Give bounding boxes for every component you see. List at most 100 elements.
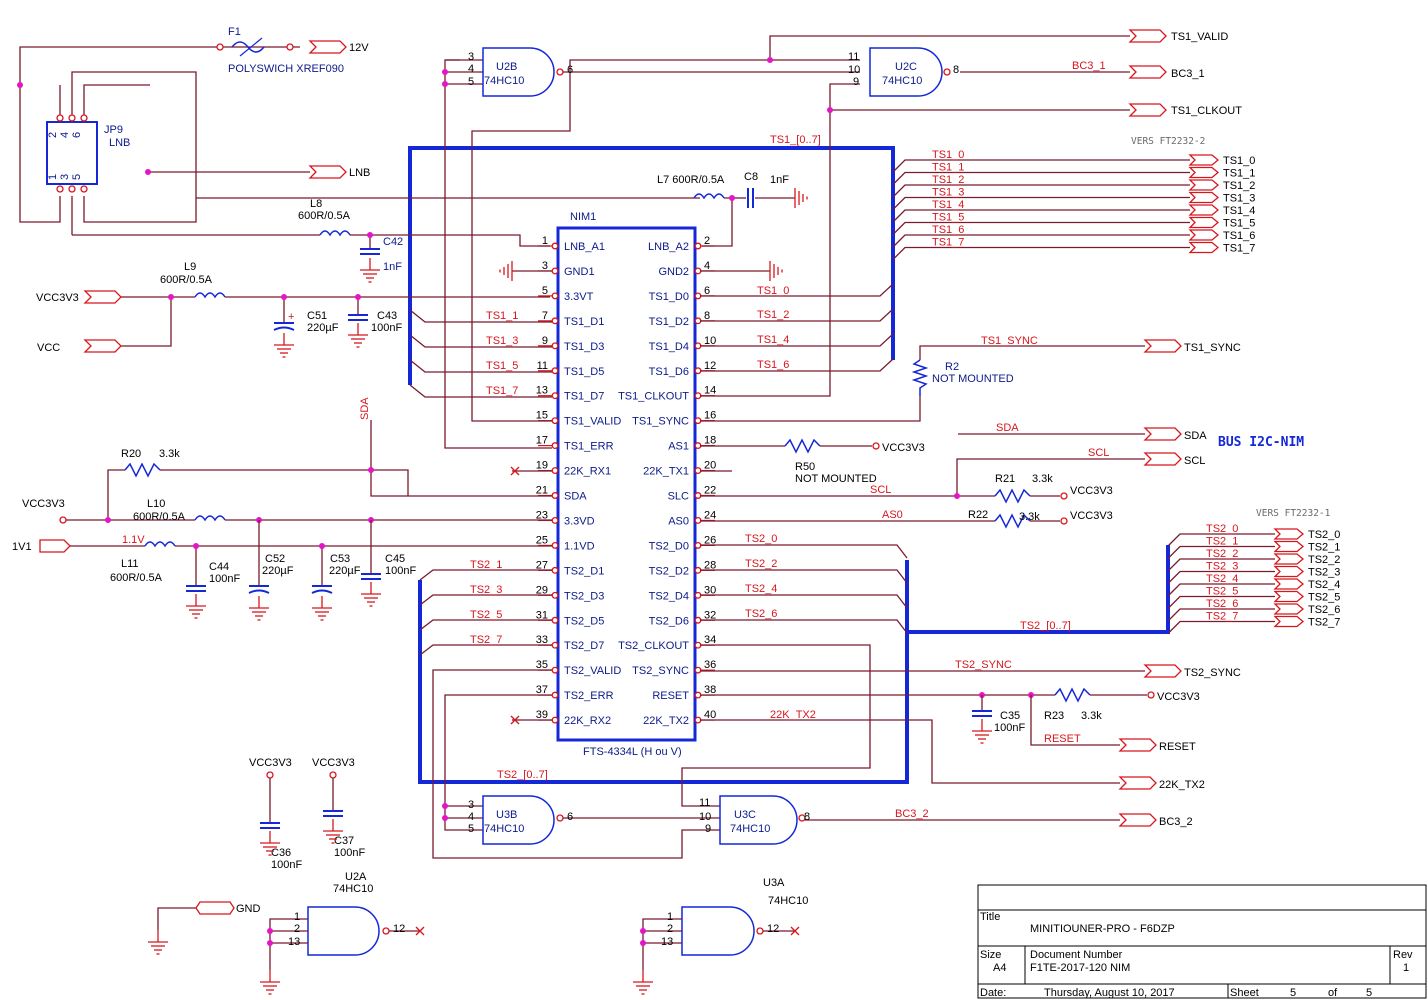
wire-ts2-fan — [1167, 620, 1275, 634]
wire-ts2-fan — [1167, 608, 1275, 622]
l9-ref: L9 — [184, 261, 196, 273]
net-ts1-fan: TS1_0 — [932, 149, 964, 161]
net-ts2-fan: TS2_0 — [1206, 523, 1238, 535]
net-scl: SCL — [1088, 447, 1109, 459]
net-22k-tx2: 22K_TX2 — [770, 709, 816, 721]
nim-pin-number: 6 — [704, 285, 710, 297]
u3c-pin: 11 — [699, 797, 710, 809]
net-ts1-6: TS1_6 — [757, 359, 789, 371]
net-ts1-fan: TS1_4 — [932, 199, 964, 211]
nim-pin-name: 1.1VD — [564, 540, 595, 552]
nim-pin-number: 40 — [704, 709, 716, 721]
r23-vcc-label: VCC3V3 — [1157, 691, 1200, 703]
wire-reset-port — [1030, 695, 1120, 746]
u3c-pin: 10 — [699, 811, 711, 823]
nim-pin-name: TS2_D7 — [564, 640, 604, 652]
port-ts2-2 — [1273, 553, 1305, 565]
nim-pin-terminal — [551, 616, 559, 624]
port-ts1-label: TS1_7 — [1223, 243, 1255, 255]
tb-size: A4 — [993, 962, 1006, 974]
nim-pin-terminal — [694, 442, 702, 450]
port-ts1-clkout — [1128, 103, 1167, 117]
nim-pin-number: 25 — [536, 534, 548, 546]
nim-pin-name: TS2_CLKOUT — [618, 640, 689, 652]
nim-pin-name: 3.3VT — [564, 291, 594, 303]
wire-ts1-fan — [892, 171, 1190, 185]
net-ts1-2: TS1_2 — [757, 309, 789, 321]
port-sda-label: SDA — [1184, 430, 1207, 442]
ts2-bus-out — [907, 545, 1170, 634]
port-reset-label: RESET — [1159, 741, 1196, 753]
nim-pin-number: 22 — [704, 485, 716, 497]
port-gnd-label: GND — [236, 903, 261, 915]
nim-pin-number: 7 — [542, 310, 548, 322]
nim-pin-number: 28 — [704, 559, 716, 571]
ts1-bus-line — [408, 146, 895, 385]
nim-pin-number: 3 — [542, 260, 548, 272]
l11-value: 600R/0.5A — [110, 572, 163, 584]
nim-pin-name: LNB_A2 — [648, 241, 689, 253]
port-ts1-label: TS1_3 — [1223, 193, 1255, 205]
net-ts2-7: TS2_7 — [470, 634, 502, 646]
port-sda — [1143, 427, 1182, 441]
c44-ref: C44 — [209, 561, 229, 573]
nim-pin-terminal — [694, 417, 702, 425]
nim-pin-terminal — [694, 541, 702, 549]
net-ts1-fan: TS1_7 — [932, 237, 964, 249]
no-connect-icon — [790, 926, 800, 936]
junction — [442, 803, 448, 809]
r21-vcc-label: VCC3V3 — [1070, 485, 1113, 497]
nim-pin-terminal — [551, 492, 559, 499]
f1-pin — [286, 43, 294, 51]
c42-value: 1nF — [383, 261, 402, 273]
wire-l7-nim — [702, 197, 733, 247]
nim-pin-terminal — [551, 367, 559, 375]
nim-pin-name: TS1_SYNC — [632, 416, 689, 428]
nim-pin-number: 29 — [536, 584, 548, 596]
wire-ts2-fan — [1167, 545, 1275, 559]
wire-22k-tx2 — [700, 719, 1120, 784]
wire-ts1-sync — [700, 396, 921, 422]
r50-ref: R50 — [795, 461, 815, 473]
tb-date-label: Date: — [980, 987, 1006, 999]
net-ts2-5: TS2_5 — [470, 609, 502, 621]
nim-pin-number: 16 — [704, 410, 716, 422]
port-vcc3v3 — [83, 290, 122, 304]
wire-ts1-clkout — [700, 83, 860, 397]
port-gnd — [195, 901, 235, 915]
nim-pin-number: 27 — [536, 559, 548, 571]
c52-plate — [248, 589, 270, 594]
l8-value: 600R/0.5A — [298, 210, 351, 222]
port-ts1-clkout-label: TS1_CLKOUT — [1171, 105, 1242, 117]
c45-value: 100nF — [385, 565, 416, 577]
wire-ts2-fan — [1167, 583, 1275, 597]
f1-slash — [239, 37, 263, 57]
tb-title: MINITIOUNER-PRO - F6DZP — [1030, 923, 1175, 935]
nim-pin-name: 22K_TX1 — [643, 466, 689, 478]
port-12v-label: 12V — [349, 42, 369, 54]
junction — [17, 82, 23, 88]
net-reset: RESET — [1044, 733, 1081, 745]
port-ts1-label: TS1_4 — [1223, 205, 1255, 217]
port-ts1-7 — [1188, 241, 1220, 254]
u2a-part: 74HC10 — [333, 883, 373, 895]
nim-pin-name: TS2_D5 — [564, 615, 604, 627]
nim-pin-number: 5 — [542, 285, 548, 297]
junction — [368, 467, 374, 473]
u2c-pin: 11 — [848, 51, 859, 63]
u2a-pin: 12 — [393, 923, 405, 935]
net-ts1-fan: TS1_3 — [932, 187, 964, 199]
nim-pin-number: 39 — [536, 709, 548, 721]
f1-fuse-symbol — [231, 41, 265, 53]
c43-value: 100nF — [371, 322, 402, 334]
nim-pin-number: 21 — [536, 485, 548, 497]
port-ts1-label: TS1_1 — [1223, 168, 1255, 180]
nim-pin-terminal — [551, 541, 559, 549]
net-ts1-4: TS1_4 — [757, 334, 789, 346]
port-ts2-label: TS2_1 — [1308, 542, 1340, 554]
junction — [267, 940, 273, 946]
wire-u2a-in — [269, 918, 308, 970]
junction — [729, 195, 735, 201]
